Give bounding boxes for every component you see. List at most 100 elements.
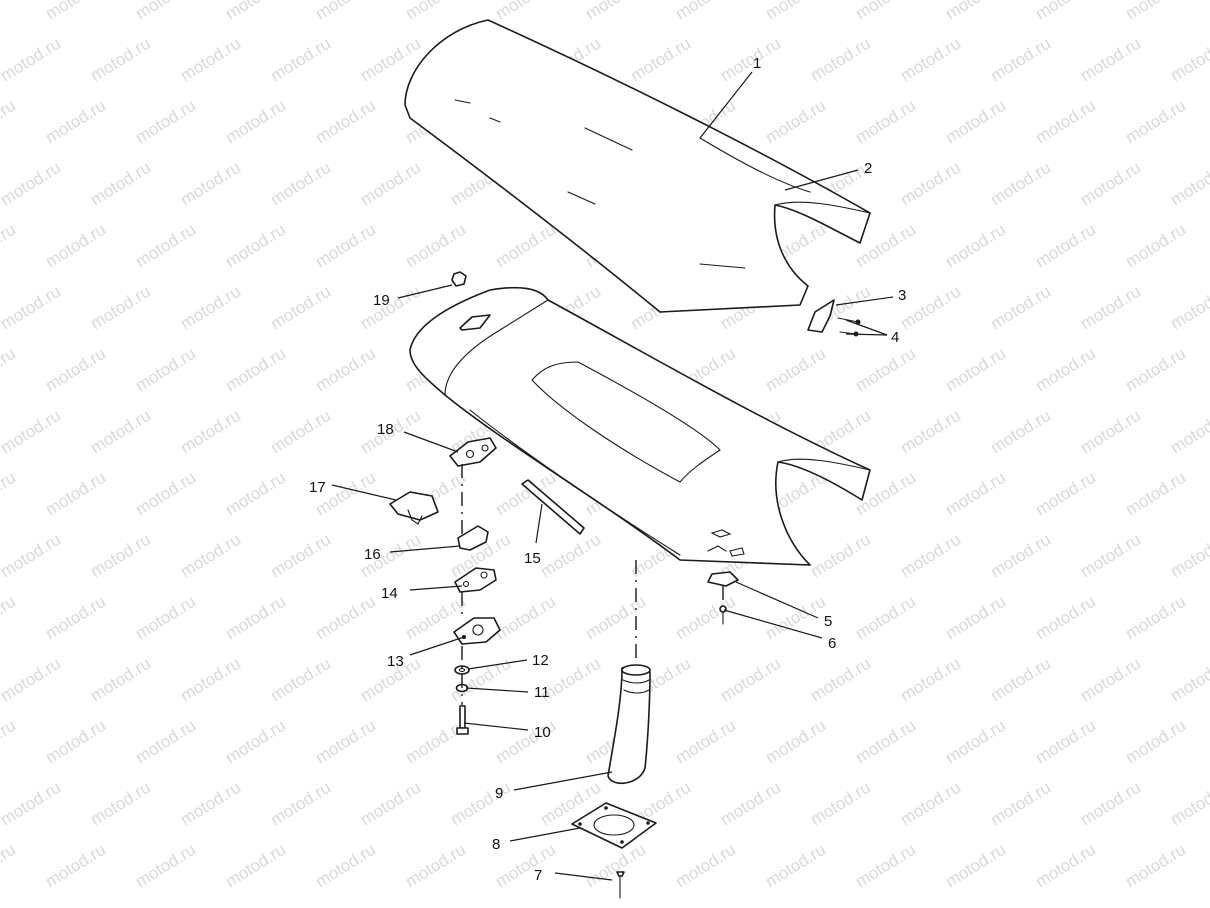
watermark-text: motod.ru: [1122, 220, 1189, 272]
watermark-text: motod.ru: [807, 34, 874, 86]
watermark-text: motod.ru: [42, 468, 109, 520]
watermark-text: motod.ru: [0, 468, 19, 520]
watermark-text: motod.ru: [402, 220, 469, 272]
watermark-text: motod.ru: [177, 778, 244, 830]
seat-clip: [807, 299, 835, 333]
watermark-text: motod.ru: [402, 840, 469, 892]
callout-2: 2: [864, 160, 872, 177]
watermark-text: motod.ru: [987, 406, 1054, 458]
watermark-text: motod.ru: [132, 716, 199, 768]
watermark-text: motod.ru: [1167, 282, 1210, 334]
watermark-text: motod.ru: [1077, 406, 1144, 458]
watermark-text: motod.ru: [1077, 530, 1144, 582]
watermark-text: motod.ru: [0, 592, 19, 644]
alignment-lines: [461, 464, 724, 705]
seat-cover: [404, 19, 871, 313]
watermark-text: motod.ru: [312, 592, 379, 644]
watermark-text: motod.ru: [852, 344, 919, 396]
watermark-text: motod.ru: [1077, 158, 1144, 210]
mount-plate: [454, 567, 497, 593]
watermark-text: motod.ru: [0, 34, 64, 86]
watermark-text: motod.ru: [222, 344, 289, 396]
watermark-text: motod.ru: [1032, 468, 1099, 520]
watermark-text: motod.ru: [942, 840, 1009, 892]
watermark-text: motod.ru: [1077, 34, 1144, 86]
callout-18: 18: [377, 421, 394, 438]
watermark-text: motod.ru: [87, 530, 154, 582]
air-duct: [607, 664, 651, 785]
watermark-text: motod.ru: [132, 592, 199, 644]
watermark-text: motod.ru: [1167, 530, 1210, 582]
watermark-text: motod.ru: [222, 96, 289, 148]
watermark-text: motod.ru: [132, 96, 199, 148]
watermark-text: motod.ru: [987, 158, 1054, 210]
watermark-text: motod.ru: [672, 716, 739, 768]
watermark-text: motod.ru: [132, 840, 199, 892]
watermark-text: motod.ru: [0, 158, 64, 210]
watermark-text: motod.ru: [537, 530, 604, 582]
watermark-text: motod.ru: [582, 840, 649, 892]
watermark-text: motod.ru: [312, 716, 379, 768]
watermark-text: motod.ru: [582, 592, 649, 644]
callout-14: 14: [381, 585, 398, 602]
watermark-text: motod.ru: [267, 158, 334, 210]
watermark-text: motod.ru: [1032, 344, 1099, 396]
watermark-text: motod.ru: [357, 778, 424, 830]
leader-lines: [331, 71, 894, 881]
watermark-text: motod.ru: [0, 96, 19, 148]
watermark-text: motod.ru: [492, 840, 559, 892]
watermark-text: motod.ru: [1032, 840, 1099, 892]
watermark-text: motod.ru: [1122, 592, 1189, 644]
watermark-text: motod.ru: [1122, 344, 1189, 396]
watermark-text: motod.ru: [42, 220, 109, 272]
callout-labels: 1 2 3 4 5 6 7 8 9 10 11 12 13 14 15 16 1…: [309, 55, 906, 884]
callout-19: 19: [373, 292, 390, 309]
callout-5: 5: [824, 613, 832, 630]
watermark-text: motod.ru: [852, 840, 919, 892]
watermark-text: motod.ru: [42, 96, 109, 148]
watermark-text: motod.ru: [222, 840, 289, 892]
watermark-text: motod.ru: [177, 282, 244, 334]
watermark-text: motod.ru: [312, 96, 379, 148]
callout-17: 17: [309, 479, 326, 496]
watermark-text: motod.ru: [1032, 592, 1099, 644]
watermark-text: motod.ru: [852, 0, 919, 23]
watermark-text: motod.ru: [222, 716, 289, 768]
watermark-text: motod.ru: [672, 0, 739, 23]
screw-pair: [837, 317, 861, 337]
watermark-text: motod.ru: [42, 592, 109, 644]
watermark-text: motod.ru: [132, 220, 199, 272]
watermark-text: motod.ru: [942, 96, 1009, 148]
watermark-text: motod.ru: [897, 654, 964, 706]
watermark-text: motod.ru: [897, 282, 964, 334]
watermark-text: motod.ru: [42, 344, 109, 396]
bumper: [457, 525, 489, 551]
trim-strip: [521, 479, 585, 535]
watermark-text: motod.ru: [1077, 778, 1144, 830]
watermark-text: motod.ru: [717, 654, 784, 706]
watermark-text: motod.ru: [267, 654, 334, 706]
watermark-text: motod.ru: [447, 654, 514, 706]
watermark-text: motod.ru: [762, 592, 829, 644]
callout-8: 8: [492, 836, 500, 853]
watermark-text: motod.ru: [987, 282, 1054, 334]
watermark-text: motod.ru: [177, 158, 244, 210]
watermark-text: motod.ru: [87, 406, 154, 458]
watermark-text: motod.ru: [942, 220, 1009, 272]
watermark-text: motod.ru: [0, 0, 19, 23]
watermark-text: motod.ru: [267, 34, 334, 86]
watermark-text: motod.ru: [762, 344, 829, 396]
watermark-text: motod.ru: [762, 96, 829, 148]
watermark-text: motod.ru: [897, 406, 964, 458]
watermark-text: motod.ru: [1167, 158, 1210, 210]
watermark-text: motod.ru: [762, 716, 829, 768]
callout-15: 15: [524, 550, 541, 567]
watermark-text: motod.ru: [942, 716, 1009, 768]
watermark-text: motod.ru: [762, 0, 829, 23]
watermark-text: motod.ru: [132, 468, 199, 520]
watermark-text: motod.ru: [807, 778, 874, 830]
watermark-text: motod.ru: [177, 530, 244, 582]
mount-bracket: [453, 617, 501, 645]
watermark-text: motod.ru: [492, 468, 559, 520]
watermark-text: motod.ru: [852, 592, 919, 644]
